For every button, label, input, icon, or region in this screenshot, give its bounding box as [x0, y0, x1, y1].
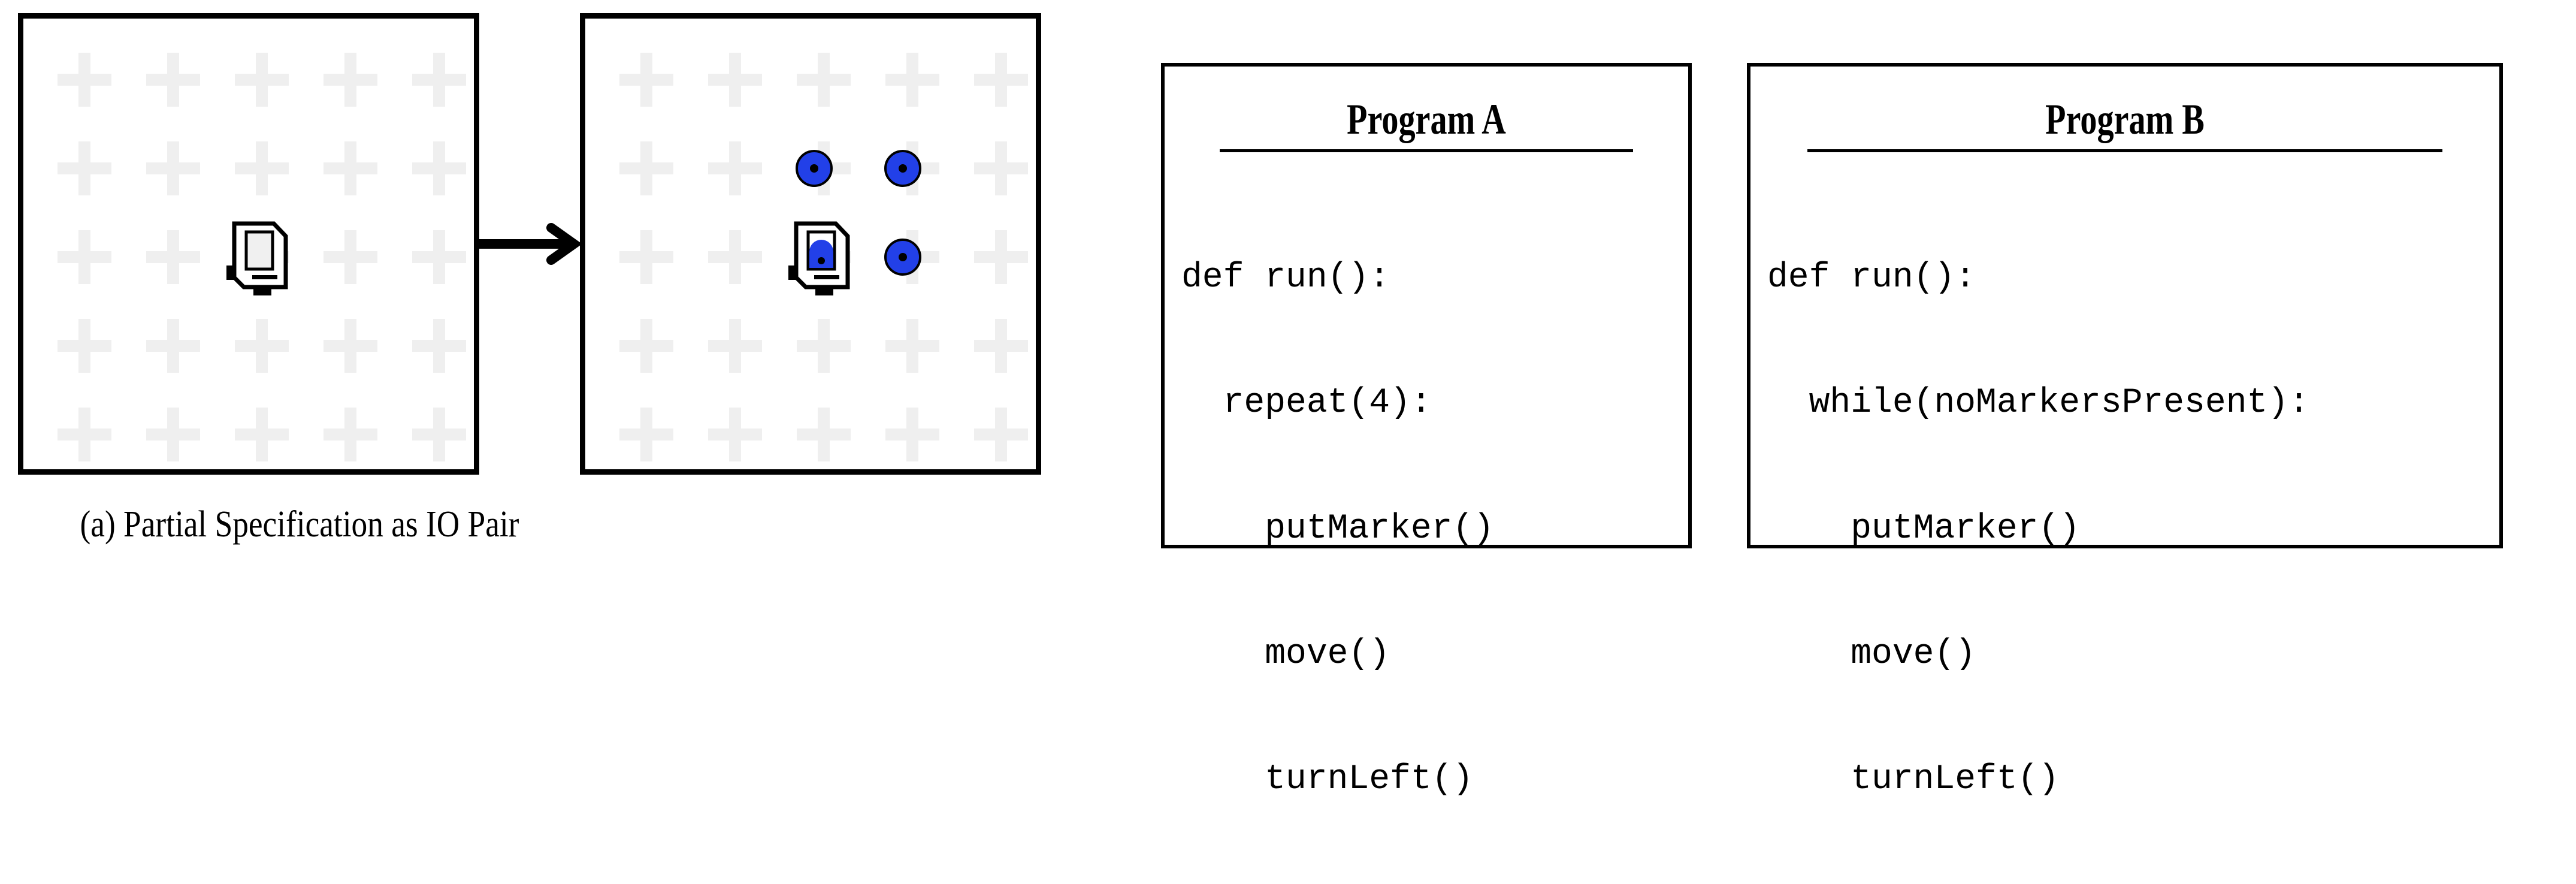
- grid-cross: [619, 230, 673, 284]
- code-line: def run():: [1181, 258, 1390, 298]
- program-b-box: Program B def run(): while(noMarkersPres…: [1747, 63, 2503, 799]
- code-line: def run():: [1767, 258, 1976, 298]
- grid-cross: [885, 53, 939, 107]
- grid-cross: [974, 53, 1028, 107]
- grid-cross: [323, 319, 377, 373]
- program-b-title: Program B: [2045, 95, 2205, 143]
- grid-cross: [235, 53, 289, 107]
- grid-cross: [412, 141, 466, 195]
- output-grid-panel: [580, 13, 1041, 475]
- grid-cross: [797, 408, 851, 461]
- marker-center-dot: [899, 253, 907, 261]
- grid-cross: [235, 319, 289, 373]
- code-line: putMarker(): [1181, 509, 1495, 548]
- grid-cross: [323, 53, 377, 107]
- marker-center-dot: [810, 164, 818, 173]
- grid-cross: [412, 53, 466, 107]
- right-arrow-icon: [479, 223, 582, 265]
- grid-cross: [412, 408, 466, 461]
- grid-cross: [797, 319, 851, 373]
- grid-cross: [58, 53, 111, 107]
- program-b-title-rule: [1807, 149, 2442, 152]
- grid-cross: [708, 230, 762, 284]
- grid-cross: [323, 408, 377, 461]
- grid-cross: [323, 141, 377, 195]
- grid-cross: [619, 408, 673, 461]
- grid-cross: [619, 319, 673, 373]
- output-grid-canvas: [585, 19, 1036, 469]
- marker-icon: [796, 150, 833, 187]
- grid-cross: [708, 319, 762, 373]
- grid-cross: [797, 53, 851, 107]
- grid-cross: [58, 141, 111, 195]
- grid-cross: [974, 230, 1028, 284]
- program-a-title-rule: [1220, 149, 1633, 152]
- grid-cross: [974, 319, 1028, 373]
- figure-caption: (a) Partial Specification as IO Pair: [80, 504, 519, 545]
- program-b-code: def run(): while(noMarkersPresent): putM…: [1767, 174, 2499, 884]
- grid-cross: [235, 408, 289, 461]
- code-line: turnLeft(): [1181, 759, 1474, 799]
- grid-cross: [708, 141, 762, 195]
- grid-cross: [708, 53, 762, 107]
- grid-cross: [146, 53, 200, 107]
- grid-cross: [619, 141, 673, 195]
- code-line: turnLeft(): [1767, 759, 2060, 799]
- code-line: move(): [1767, 634, 1976, 674]
- input-grid-canvas: [23, 19, 474, 469]
- grid-cross: [146, 408, 200, 461]
- grid-cross: [885, 319, 939, 373]
- grid-cross: [323, 230, 377, 284]
- grid-cross: [974, 141, 1028, 195]
- robot-icon: [226, 220, 298, 298]
- code-line: while(noMarkersPresent):: [1767, 384, 2309, 423]
- grid-cross: [58, 230, 111, 284]
- input-grid-panel: [18, 13, 479, 475]
- marker-icon: [884, 150, 921, 187]
- marker-center-dot: [899, 164, 907, 173]
- grid-cross: [235, 141, 289, 195]
- io-pair-figure: (a) Partial Specification as IO Pair: [0, 0, 1041, 591]
- grid-cross: [974, 408, 1028, 461]
- grid-cross: [146, 319, 200, 373]
- grid-cross: [412, 230, 466, 284]
- program-a-code: def run(): repeat(4): putMarker() move()…: [1181, 174, 1688, 884]
- grid-cross: [412, 319, 466, 373]
- code-line: move(): [1181, 634, 1390, 674]
- grid-cross: [146, 141, 200, 195]
- marker-icon: [884, 239, 921, 276]
- code-line: putMarker(): [1767, 509, 2081, 548]
- grid-cross: [58, 408, 111, 461]
- grid-cross: [885, 408, 939, 461]
- grid-cross: [146, 230, 200, 284]
- program-a-title: Program A: [1347, 95, 1506, 143]
- grid-cross: [708, 408, 762, 461]
- code-line: repeat(4):: [1181, 384, 1432, 423]
- program-a-box: Program A def run(): repeat(4): putMarke…: [1161, 63, 1692, 799]
- robot-icon: [788, 220, 860, 298]
- grid-cross: [619, 53, 673, 107]
- grid-cross: [58, 319, 111, 373]
